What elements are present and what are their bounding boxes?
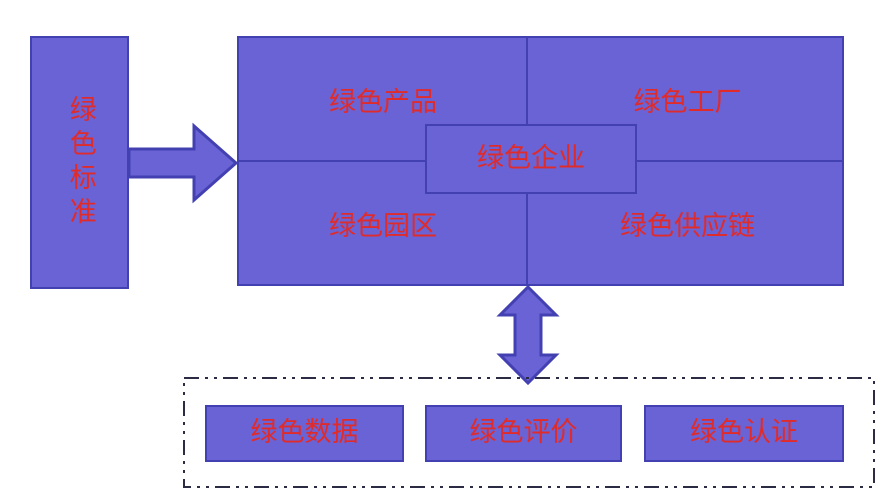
- green-certification-label: 绿色认证: [690, 417, 798, 449]
- green-data-label: 绿色数据: [250, 417, 359, 449]
- green-evaluation-box: 绿色评价: [425, 405, 622, 462]
- green-standard-box: 绿色标准: [30, 36, 129, 289]
- green-product-label: 绿色产品: [329, 86, 437, 118]
- green-park-label: 绿色园区: [329, 210, 437, 242]
- green-factory-label: 绿色工厂: [633, 86, 742, 118]
- green-certification-box: 绿色认证: [644, 405, 844, 462]
- green-factory-cell: 绿色工厂: [529, 38, 846, 160]
- green-evaluation-label: 绿色评价: [469, 417, 578, 449]
- dashed-group-outline: [183, 377, 875, 488]
- green-standard-label: 绿色标准: [64, 94, 96, 231]
- green-enterprise-box: 绿色企业: [425, 124, 637, 194]
- green-product-cell: 绿色产品: [239, 38, 527, 160]
- arrow-vertical-double-icon: [496, 284, 560, 386]
- arrow-right-icon: [127, 122, 239, 204]
- green-system-grid: 绿色产品 绿色工厂 绿色园区 绿色供应链: [237, 36, 844, 286]
- green-supply-chain-label: 绿色供应链: [620, 210, 755, 242]
- green-park-cell: 绿色园区: [239, 162, 527, 284]
- green-supply-chain-cell: 绿色供应链: [529, 162, 846, 284]
- green-data-box: 绿色数据: [205, 405, 404, 462]
- green-enterprise-label: 绿色企业: [477, 142, 585, 174]
